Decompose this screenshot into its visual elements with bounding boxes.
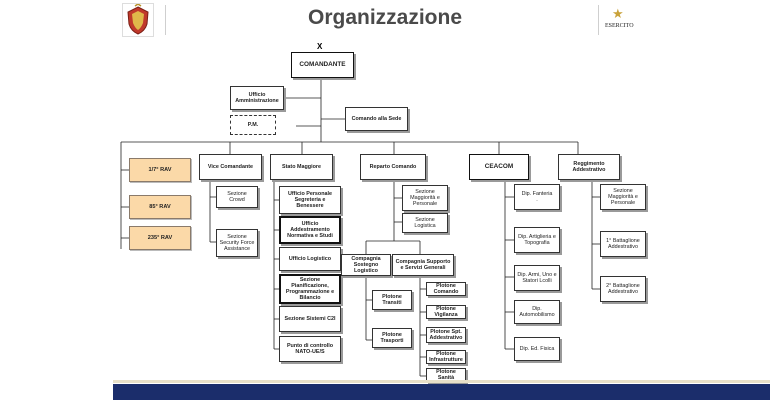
footer-accent-line [113,380,770,383]
reparto-comando-box: Reparto Comando [360,154,426,180]
dip-ed-fisica-box: Dip. Ed. Fisica [514,337,560,361]
footer-bar [113,384,770,400]
stato-maggiore-box: Stato Maggiore [270,154,333,180]
rg-battaglione-2-box: 2° Battaglione Addestrativo [600,276,646,302]
dip-fanteria-label: Dip. Fanteria [521,190,553,197]
sm-sezione-sistemi-box: Sezione Sistemi C2I [279,306,341,332]
sm-ufficio-logistico-box: Ufficio Logistico [279,247,341,271]
reggimento-box: Reggimento Addestrativo [558,154,620,180]
top-mark: X [317,42,323,51]
rc-sezione-logistica-box: Sezione Logistica [402,213,448,233]
sm-ufficio-personale-box: Ufficio Personale Segreteria e Benessere [279,186,341,214]
sm-punto-controllo-box: Punto di controllo NATO-UE/S [279,336,341,362]
rg-battaglione-1-box: 1° Battaglione Addestrativo [600,231,646,257]
rav-85-box: 85° RAV [129,195,191,219]
plotone-transiti-box: Plotone Transiti [372,290,412,310]
plotone-trasporti-box: Plotone Trasporti [372,328,412,348]
sezione-security-box: Sezione Security Force Assistance [216,229,258,257]
header-divider-left [165,5,166,35]
sezione-crowd-box: Sezione Crowd [216,186,258,208]
sm-sezione-pianificazione-box: Sezione Pianificazione, Programmazione e… [279,274,341,304]
header-divider-right [598,5,599,35]
plotone-infrastrutture-box: Plotone Infrastrutture [426,350,466,364]
compagnia-supporto-box: Compagnia Supporto e Servizi Generali [392,254,454,276]
ufficio-amministrazione-box: Ufficio Amministrazione [230,86,284,110]
dip-automobilismo-box: Dip. Automobilismo [514,300,560,324]
pm-box: P.M. [230,115,276,135]
compagnia-sostegno-box: Compagnia Sostegno Logistico [341,254,391,276]
vice-comandante-box: Vice Comandante [199,154,262,180]
rav-1-box: 1/7° RAV [129,158,191,182]
ceacom-box: CEACOM [469,154,529,180]
dip-fanteria-extra: . [536,197,538,203]
rc-sezione-maggiorita-box: Sezione Maggiorità e Personale [402,185,448,211]
crest-logo [122,3,154,37]
comandante-box: COMANDANTE [291,52,354,78]
plotone-spt-addestrativo-box: Plotone Spt. Addestrativo [426,327,466,343]
dip-armi-box: Dip. Armi, Uno e Statori Lcolli [514,265,560,291]
rg-sezione-maggiorita-box: Sezione Maggiorità e Personale [600,184,646,210]
sm-ufficio-addestramento-box: Ufficio Addestramento Normativa e Studi [279,216,341,244]
dip-fanteria-box: Dip. Fanteria . [514,184,560,210]
plotone-comando-box: Plotone Comando [426,282,466,296]
page-title: Organizzazione [307,6,463,29]
plotone-vigilanza-box: Plotone Vigilanza [426,305,466,319]
comando-sede-box: Comando alla Sede [345,107,408,131]
rav-235-box: 235° RAV [129,226,191,250]
dip-artiglieria-box: Dip. Artiglieria e Topografia [514,227,560,253]
esercito-logo-text: ESERCITO [605,23,634,29]
star-icon: ★ [612,6,624,21]
